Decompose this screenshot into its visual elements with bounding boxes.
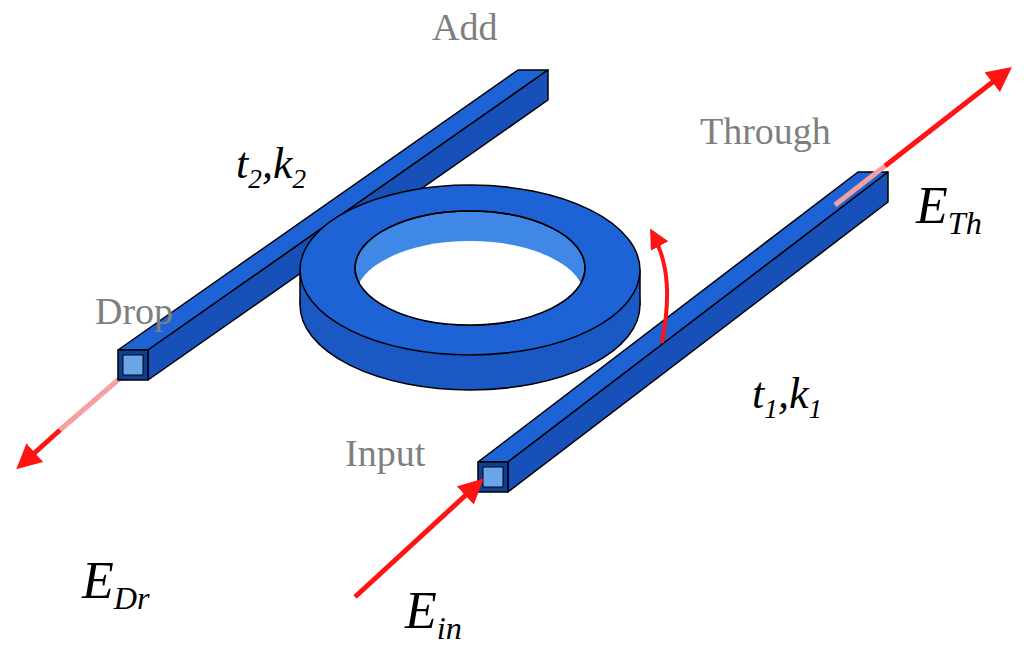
label-text: t [236, 139, 248, 188]
input-arrow [355, 482, 480, 597]
label-text: ,k [778, 369, 809, 418]
label-text: ,k [262, 139, 293, 188]
label-text: E [916, 177, 948, 234]
math-label: t1,k1 [752, 372, 822, 423]
ring-resonator [300, 185, 640, 390]
subscript-text: in [437, 610, 462, 646]
port-label: Drop [95, 292, 173, 330]
label-text: E [82, 552, 114, 609]
label-text: Through [700, 110, 831, 152]
subscript-text: Dr [114, 580, 150, 616]
through-beam [835, 166, 885, 205]
circulation-arrow [652, 232, 667, 343]
port-label: Add [432, 8, 497, 46]
math-label: EDr [82, 555, 150, 615]
subscript-text: Th [948, 205, 982, 241]
label-text: Add [432, 6, 497, 48]
subscript-text: 1 [808, 394, 822, 424]
label-text: Input [345, 432, 425, 474]
math-label: t2,k2 [236, 142, 306, 193]
drop-arrow [20, 430, 60, 466]
label-text: Drop [95, 290, 173, 332]
label-text: t [752, 369, 764, 418]
label-text: E [405, 582, 437, 639]
port-label: Through [700, 112, 831, 150]
subscript-text: 2 [292, 164, 306, 194]
bus-waveguide [478, 172, 888, 492]
subscript-text: 1 [764, 394, 778, 424]
subscript-text: 2 [248, 164, 262, 194]
through-arrow [885, 70, 1008, 166]
math-label: ETh [916, 180, 982, 240]
math-label: Ein [405, 585, 462, 645]
port-label: Input [345, 434, 425, 472]
